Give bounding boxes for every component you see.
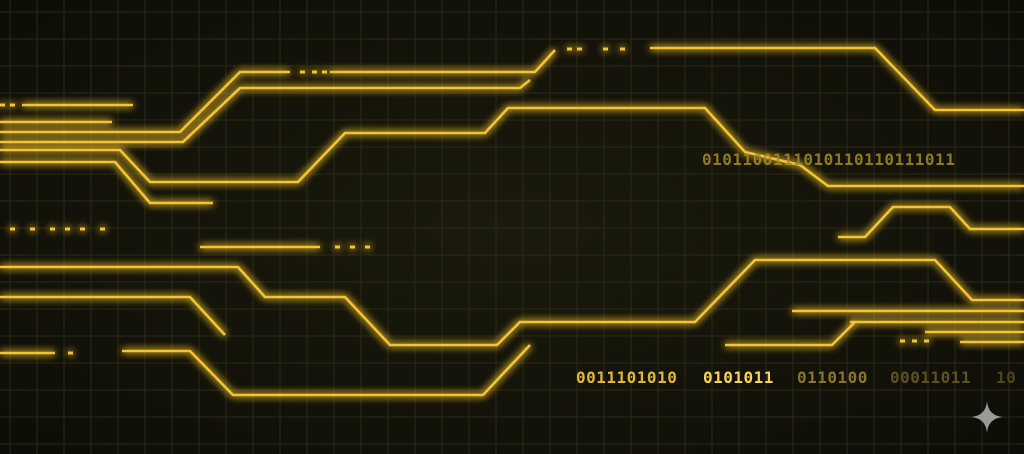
circuit-dot: [100, 227, 105, 231]
circuit-dot: [924, 339, 929, 343]
circuit-trace: [0, 295, 226, 336]
circuit-dot: [10, 103, 15, 107]
circuit-dot: [30, 227, 35, 231]
circuit-dot: [68, 351, 73, 355]
circuit-trace: [0, 258, 1024, 347]
circuit-dot: [567, 47, 572, 51]
circuit-dot: [577, 47, 582, 51]
circuit-trace: [122, 344, 531, 397]
circuit-trace: [0, 78, 531, 144]
circuit-trace: [330, 49, 556, 74]
circuit-dot: [80, 227, 85, 231]
circuit-dot: [603, 47, 608, 51]
circuit-dot: [620, 47, 625, 51]
circuit-dot: [912, 339, 917, 343]
binary-text-lower-2: 0101011: [703, 368, 774, 387]
circuit-trace: [725, 321, 856, 347]
circuit-dot: [350, 245, 355, 249]
circuit-dot: [50, 227, 55, 231]
circuit-dot: [10, 227, 15, 231]
circuit-dot: [65, 227, 70, 231]
binary-text-lower-5: 10: [996, 368, 1017, 387]
circuit-trace: [0, 160, 213, 205]
binary-text-lower-1: 0011101010: [576, 368, 678, 387]
circuit-dot: [322, 70, 327, 74]
sparkle-icon: [971, 401, 1003, 433]
binary-text-lower-3: 0110100: [797, 368, 868, 387]
circuit-trace: [0, 70, 290, 134]
circuit-dot: [0, 103, 5, 107]
circuit-dot: [900, 339, 905, 343]
circuit-dot: [335, 245, 340, 249]
circuit-trace: [650, 46, 1024, 112]
circuit-dot: [300, 70, 305, 74]
circuit-trace: [0, 106, 1024, 188]
binary-text-lower-4: 00011011: [890, 368, 972, 387]
circuit-dot: [312, 70, 317, 74]
circuit-dot: [365, 245, 370, 249]
circuit-trace: [838, 205, 1024, 239]
binary-text-upper: 0101100111010110110111011: [702, 150, 956, 169]
